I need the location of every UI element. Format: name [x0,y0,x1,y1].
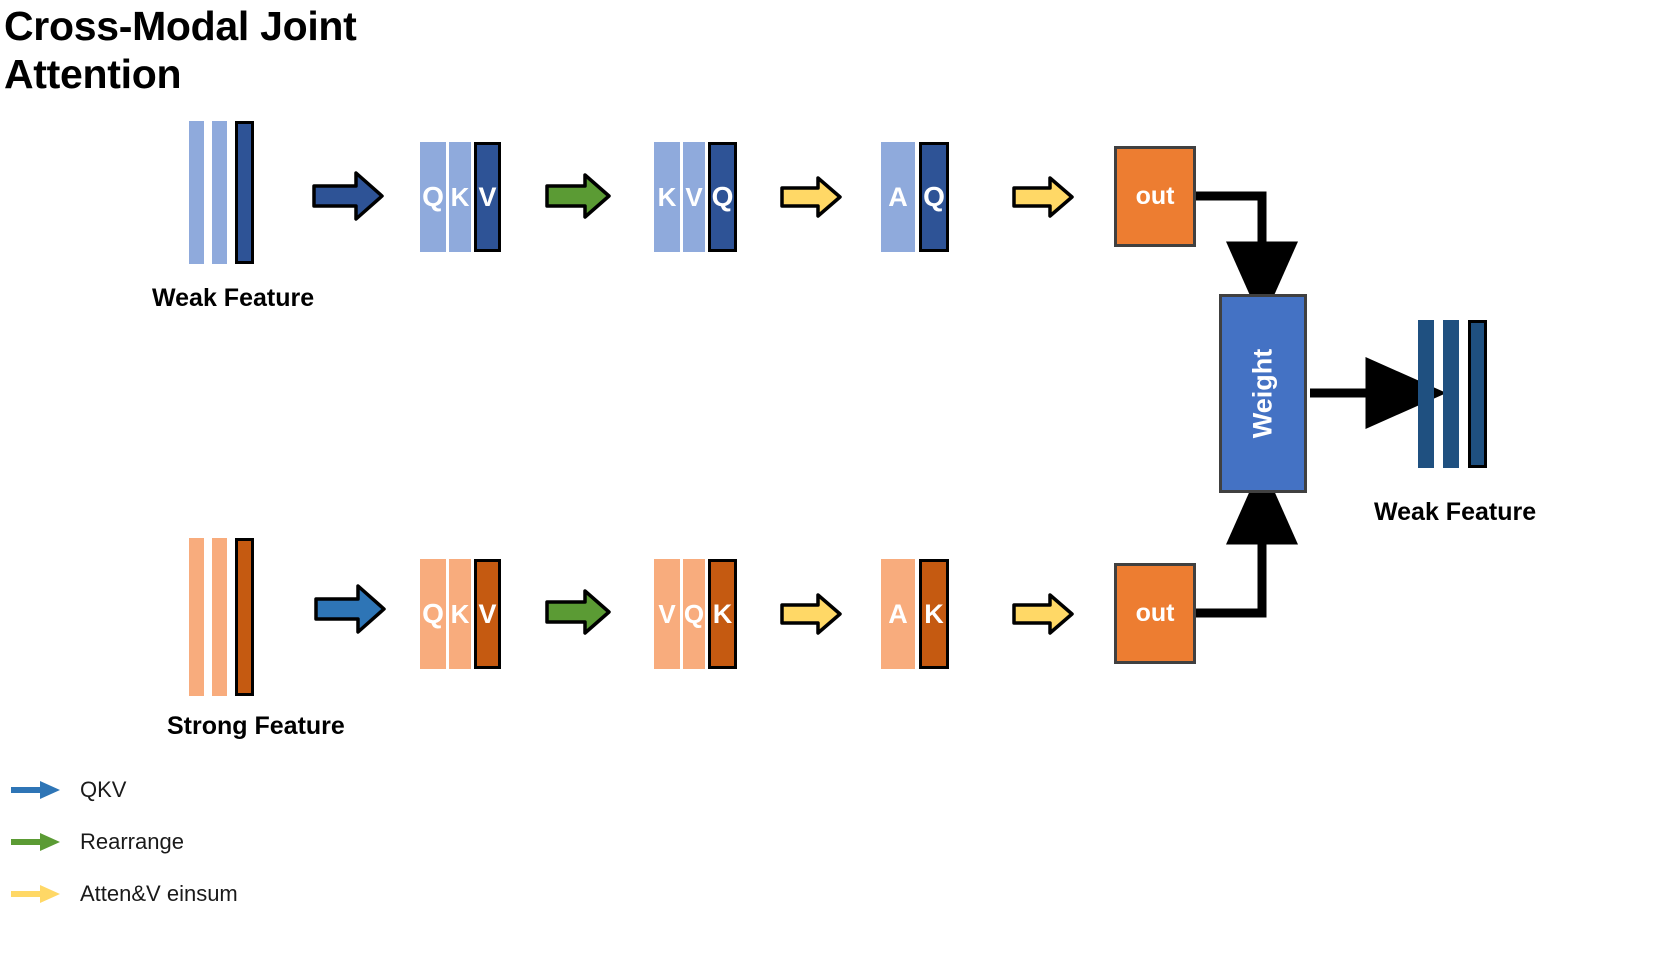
output-stack [1418,320,1487,468]
strong-atten-bar-a: A [881,559,915,669]
strong-arrow-einsum-1 [780,592,842,636]
strong-rearranged-bar-q: Q [683,559,705,669]
strong-arrow-qkv [314,583,386,635]
weak-rearranged-bar-v: V [683,142,705,252]
strong-rearranged-stack: V Q K [654,559,737,669]
strong-qkv-stack: Q K V [420,559,501,669]
strong-qkv-bar-q: Q [420,559,446,669]
strong-arrow-rearrange [545,588,611,636]
legend-label-einsum: Atten&V einsum [80,881,238,906]
weak-input-bar-3 [235,121,254,264]
legend-arrow-rearrange-icon [10,831,62,853]
weak-input-bar-2 [212,121,227,264]
weak-arrow-einsum-1 [780,175,842,219]
strong-qkv-bar-k: K [449,559,471,669]
output-bar-2 [1443,320,1459,468]
strong-input-caption: Strong Feature [167,712,345,740]
connector-bottom-out-to-weight [1196,463,1298,618]
weak-arrow-qkv [312,170,384,222]
strong-input-bar-2 [212,538,227,696]
strong-input-bar-3 [235,538,254,696]
strong-qkv-bar-v: V [474,559,501,669]
weak-out-box: out [1114,146,1196,247]
weight-box: Weight [1219,294,1307,493]
legend: QKV Rearrange Atten&V einsum [10,764,430,920]
page-title: Cross-Modal Joint Attention [4,3,357,98]
weak-input-stack [189,121,254,264]
legend-label-rearrange: Rearrange [80,829,184,854]
weak-rearranged-stack: K V Q [654,142,737,252]
output-bar-3 [1468,320,1487,468]
strong-rearranged-bar-k: K [708,559,737,669]
output-bar-1 [1418,320,1434,468]
strong-atten-bar-k: K [919,559,949,669]
strong-out-box: out [1114,563,1196,664]
legend-item-qkv: QKV [10,764,430,816]
weak-qkv-bar-k: K [449,142,471,252]
strong-arrow-einsum-2 [1012,592,1074,636]
weak-input-bar-1 [189,121,204,264]
strong-input-stack [189,538,254,696]
weak-atten-bar-q: Q [919,142,949,252]
strong-atten-stack: A K [881,559,949,669]
weak-qkv-bar-q: Q [420,142,446,252]
connector-top-out-to-weight [1196,191,1298,323]
weak-input-caption: Weak Feature [152,284,315,312]
strong-input-bar-1 [189,538,204,696]
weak-qkv-stack: Q K V [420,142,501,252]
weak-arrow-einsum-2 [1012,175,1074,219]
weak-rearranged-bar-k: K [654,142,680,252]
weak-qkv-bar-v: V [474,142,501,252]
legend-item-einsum: Atten&V einsum [10,868,430,920]
legend-arrow-einsum-icon [10,883,62,905]
output-caption: Weak Feature [1374,498,1537,526]
strong-rearranged-bar-v: V [654,559,680,669]
weak-atten-bar-a: A [881,142,915,252]
weak-arrow-rearrange [545,172,611,220]
weak-rearranged-bar-q: Q [708,142,737,252]
legend-item-rearrange: Rearrange [10,816,430,868]
weak-atten-stack: A Q [881,142,949,252]
legend-arrow-qkv-icon [10,779,62,801]
legend-label-qkv: QKV [80,777,127,802]
